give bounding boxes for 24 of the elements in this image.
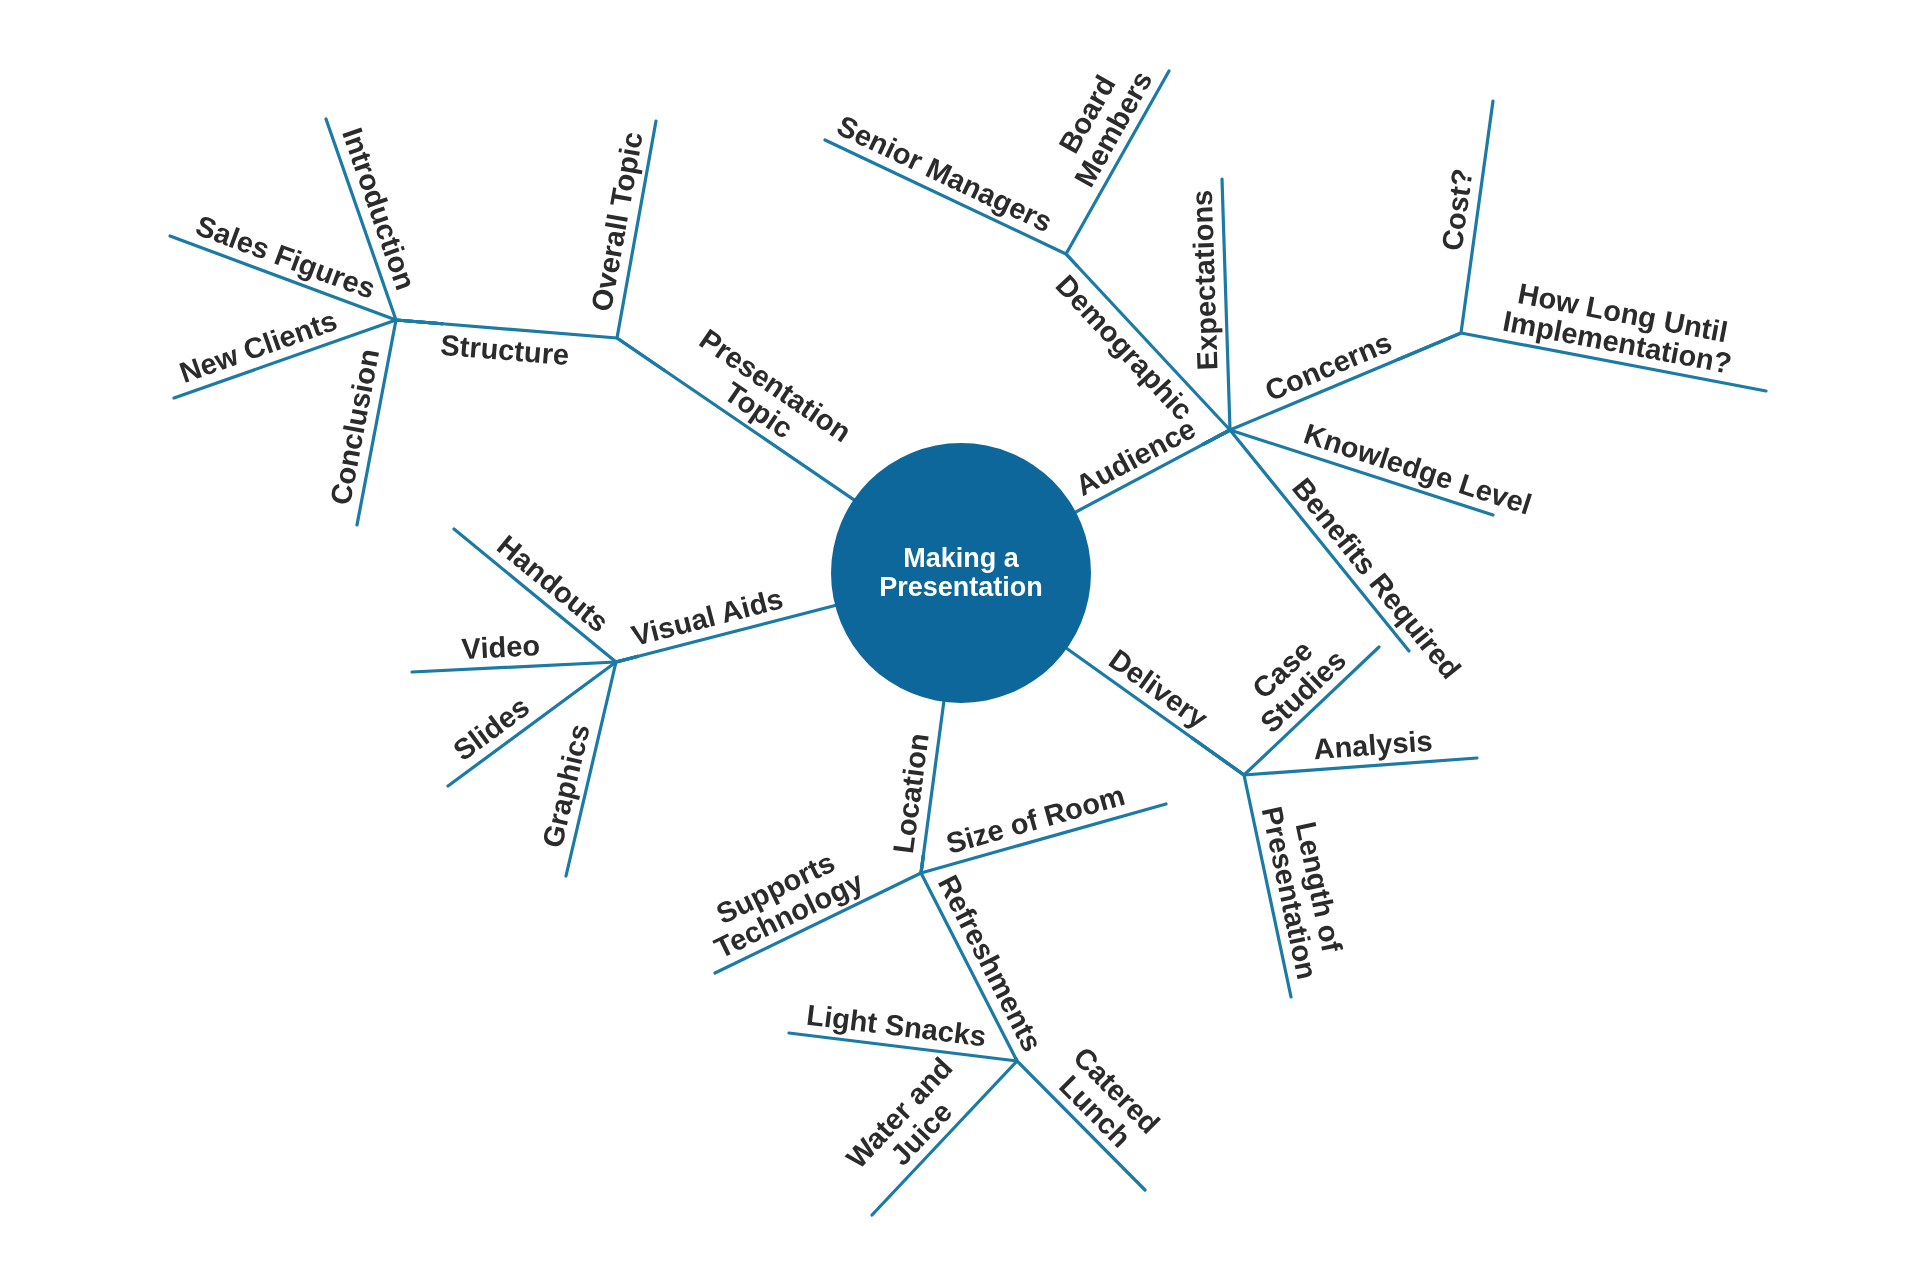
branch-label: Expectations <box>1187 189 1224 371</box>
branch-label: Size of Room <box>943 781 1129 860</box>
branch-line <box>1201 428 1411 653</box>
branch-line <box>615 119 667 373</box>
branch-line <box>1065 646 1195 740</box>
central-topic-label: Making a Presentation <box>878 543 1044 603</box>
branch-line <box>919 854 1018 1061</box>
branch-line <box>1190 736 1293 999</box>
branch-label: Cost? <box>1437 167 1479 253</box>
branch-line <box>1064 69 1171 268</box>
branch-line <box>564 654 639 878</box>
branch-line <box>1396 331 1768 393</box>
branch-line <box>1074 442 1205 514</box>
branch-label: Visual Aids <box>628 584 787 652</box>
branch-label: Video <box>460 631 541 665</box>
branch-line <box>921 700 946 858</box>
branch-label: Overall Topic <box>587 129 649 314</box>
branch-line <box>1014 1057 1147 1192</box>
branch-label: Analysis <box>1312 726 1434 765</box>
branch-line <box>355 318 444 527</box>
branch-label: Graphics <box>538 721 596 851</box>
branch-label: Structure <box>439 330 571 371</box>
branch-label: Location <box>889 731 935 856</box>
branch-line <box>663 368 856 502</box>
